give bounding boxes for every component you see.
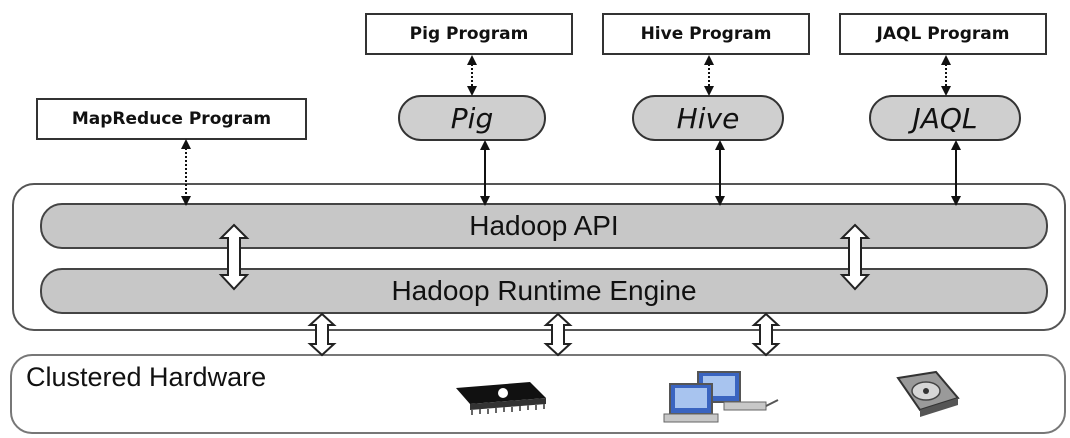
clustered-hardware-label: Clustered Hardware <box>26 362 267 392</box>
pig-pill: Pig <box>398 95 546 141</box>
hadoop-runtime-engine-label: Hadoop Runtime Engine <box>391 275 697 306</box>
networked-computers-icon <box>663 371 779 423</box>
api-runtime-left-arrow <box>218 223 250 291</box>
pig-program-label: Pig Program <box>409 24 529 44</box>
hive-program-label: Hive Program <box>640 24 772 44</box>
mapreduce-program-box: MapReduce Program <box>36 98 307 140</box>
pig-program-box: Pig Program <box>365 13 573 55</box>
mapreduce-program-label: MapReduce Program <box>71 109 272 129</box>
runtime-hardware-arrow-1 <box>307 312 337 357</box>
memory-chip-icon <box>456 382 546 415</box>
hive-pill: Hive <box>632 95 784 141</box>
hadoop-runtime-engine-bar: Hadoop Runtime Engine <box>40 268 1048 314</box>
jaql-pill: JAQL <box>869 95 1021 141</box>
runtime-hardware-arrow-2 <box>543 312 573 357</box>
pig-label: Pig <box>450 101 494 135</box>
hive-program-box: Hive Program <box>602 13 810 55</box>
hive-label: Hive <box>676 101 740 135</box>
hard-disk-icon <box>896 370 960 417</box>
runtime-hardware-arrow-3 <box>751 312 781 357</box>
hadoop-api-label: Hadoop API <box>469 210 619 241</box>
jaql-label: JAQL <box>912 101 978 135</box>
jaql-program-label: JAQL Program <box>876 24 1010 44</box>
api-runtime-right-arrow <box>839 223 871 291</box>
hadoop-api-bar: Hadoop API <box>40 203 1048 249</box>
jaql-program-box: JAQL Program <box>839 13 1047 55</box>
